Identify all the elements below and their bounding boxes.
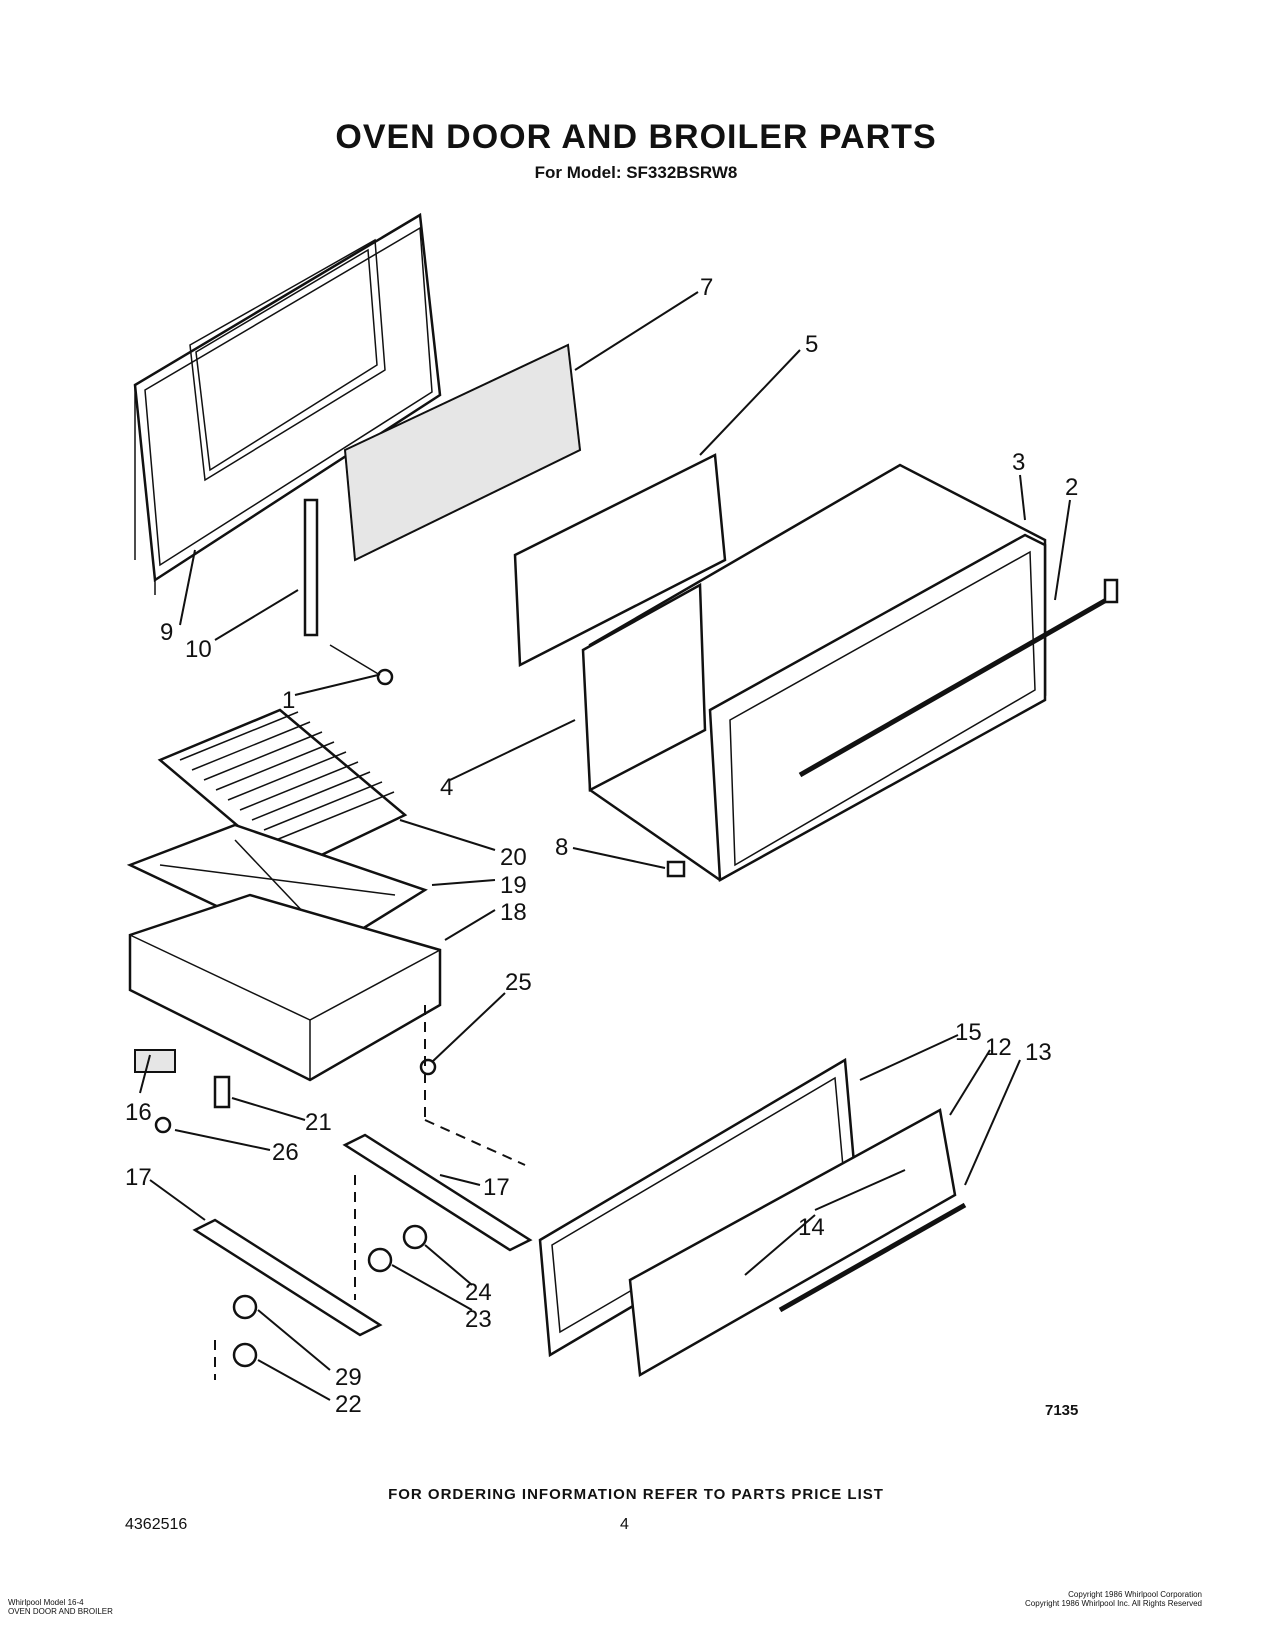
callout-3: 3 xyxy=(1012,449,1025,476)
callout-7: 7 xyxy=(700,274,713,301)
part-number: 4362516 xyxy=(125,1516,188,1533)
door-glass-lower xyxy=(581,582,707,793)
part-16-handle xyxy=(134,1049,176,1073)
callout-21: 21 xyxy=(305,1109,332,1136)
broiler-grid xyxy=(157,708,408,872)
callout-1: 1 xyxy=(282,687,295,714)
callout-8: 8 xyxy=(555,834,568,861)
callout-numbers: 7 5 3 2 9 10 1 4 8 20 19 18 25 16 21 26 … xyxy=(125,274,1078,1418)
callout-10: 10 xyxy=(185,636,212,663)
insulation-pad xyxy=(343,343,582,562)
callout-16: 16 xyxy=(125,1099,152,1126)
callout-19: 19 xyxy=(500,872,527,899)
figure-number: 7135 xyxy=(1045,1402,1079,1419)
callout-18: 18 xyxy=(500,899,527,926)
callout-13: 13 xyxy=(1025,1039,1052,1066)
part-26-screw xyxy=(154,1116,172,1134)
callout-25: 25 xyxy=(505,969,532,996)
callout-23: 23 xyxy=(465,1306,492,1333)
part-24-roller xyxy=(402,1224,428,1250)
callout-29: 29 xyxy=(335,1364,362,1391)
callout-4: 4 xyxy=(440,774,453,801)
callout-17-right: 17 xyxy=(483,1174,510,1201)
ordering-info: FOR ORDERING INFORMATION REFER TO PARTS … xyxy=(388,1486,884,1503)
copyright-notice: Copyright 1986 Whirlpool Corporation Cop… xyxy=(1025,1590,1202,1608)
broiler-pan xyxy=(128,893,442,1082)
callout-22: 22 xyxy=(335,1391,362,1418)
rollers xyxy=(232,1224,428,1368)
leader-lines xyxy=(139,291,1071,1401)
part-23-roller xyxy=(367,1247,393,1273)
door-channel xyxy=(303,498,319,637)
part-1-clip xyxy=(376,668,394,686)
callout-9: 9 xyxy=(160,619,173,646)
callout-15: 15 xyxy=(955,1019,982,1046)
callout-17-left: 17 xyxy=(125,1164,152,1191)
drawer-panel-front xyxy=(628,1108,967,1378)
rail-right xyxy=(342,1133,533,1252)
small-print-left: Whirlpool Model 16-4 OVEN DOOR AND BROIL… xyxy=(8,1598,113,1616)
rail-left xyxy=(192,1218,383,1337)
page-number: 4 xyxy=(620,1516,629,1533)
door-handle xyxy=(798,578,1119,778)
callout-20: 20 xyxy=(500,844,527,871)
callout-2: 2 xyxy=(1065,474,1078,501)
page-title: OVEN DOOR AND BROILER PARTS xyxy=(335,118,937,156)
callout-26: 26 xyxy=(272,1139,299,1166)
part-21-hinge xyxy=(213,1075,231,1109)
callout-5: 5 xyxy=(805,331,818,358)
part-8-bracket xyxy=(666,860,686,878)
model-subtitle: For Model: SF332BSRW8 xyxy=(534,163,738,182)
inner-door-panel xyxy=(133,212,442,595)
door-glass-upper xyxy=(513,453,727,667)
callout-24: 24 xyxy=(465,1279,492,1306)
part-29-roller xyxy=(232,1294,258,1320)
callout-12: 12 xyxy=(985,1034,1012,1061)
part-22-roller xyxy=(232,1342,258,1368)
callout-14: 14 xyxy=(798,1214,825,1241)
hardware-parts xyxy=(134,668,686,1134)
assembly-lines xyxy=(214,644,526,1380)
